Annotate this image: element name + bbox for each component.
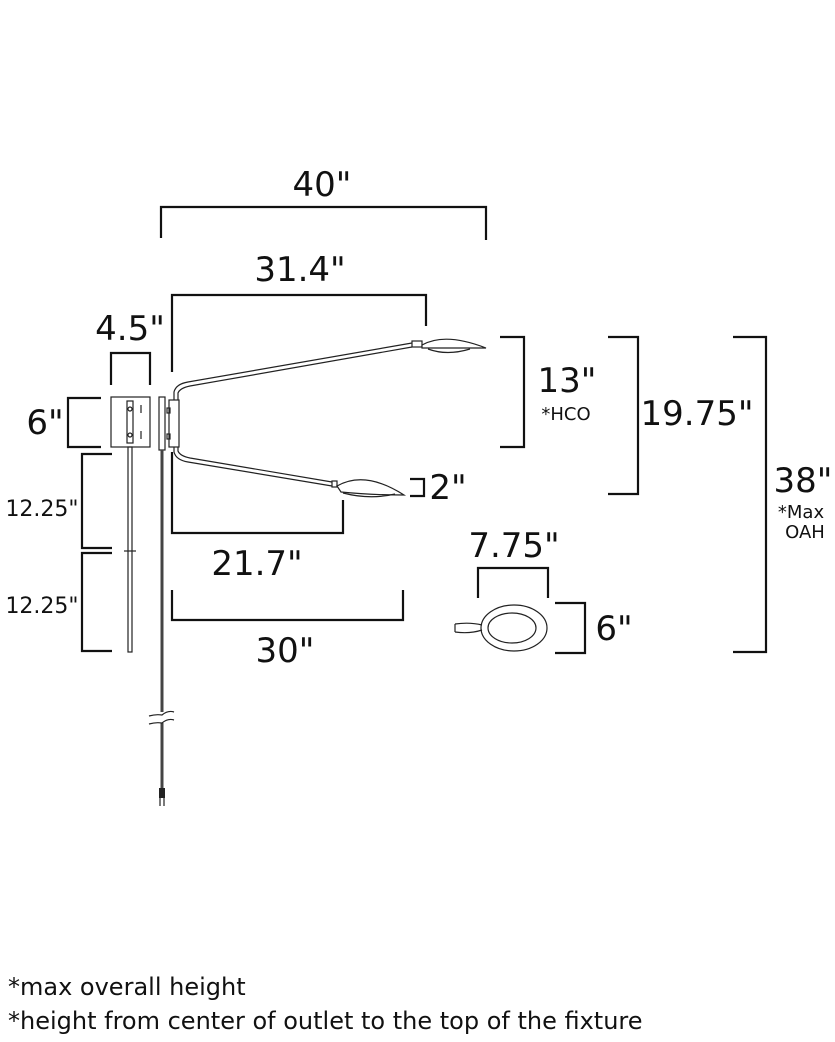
label-lower-reach: 21.7" — [211, 544, 302, 584]
bracket-rod-lower — [80, 551, 112, 653]
label-upper-reach: 31.4" — [254, 250, 345, 290]
bracket-head-height — [410, 477, 426, 498]
bracket-upper-reach — [170, 293, 428, 372]
label-head-width: 6" — [595, 609, 632, 649]
footnote-max-height: *max overall height — [8, 973, 246, 1001]
label-plate-height: 6" — [26, 403, 63, 443]
power-cord — [148, 450, 175, 806]
label-head-length: 7.75" — [468, 526, 559, 566]
label-max-oah: 38" — [774, 461, 833, 501]
bracket-head-length — [476, 566, 550, 598]
label-mid-height: 19.75" — [641, 394, 754, 434]
bracket-hco — [500, 335, 526, 449]
bracket-head-width — [555, 601, 587, 655]
label-hco: 13" — [538, 361, 597, 401]
bracket-lower-extension — [170, 590, 405, 622]
footnote-hco: *height from center of outlet to the top… — [8, 1007, 643, 1035]
label-hco-note: *HCO — [541, 404, 590, 425]
label-lower-extension: 30" — [256, 631, 315, 671]
bracket-rod-upper — [80, 452, 112, 550]
lower-arm — [173, 447, 407, 498]
side-mount — [158, 396, 180, 451]
bracket-overall-width — [159, 205, 488, 240]
bracket-max-oah — [733, 335, 768, 654]
upper-arm — [173, 338, 487, 400]
label-overall-width: 40" — [293, 165, 352, 205]
label-head-height: 2" — [429, 468, 466, 508]
label-rod-lower: 12.25" — [5, 594, 78, 619]
label-max-note-1: *Max — [778, 502, 825, 523]
bracket-lower-reach — [170, 452, 345, 535]
bracket-plate-width — [109, 351, 152, 385]
label-rod-upper: 12.25" — [5, 497, 78, 522]
bracket-mid-height — [608, 335, 640, 496]
label-plate-width: 4.5" — [95, 309, 165, 349]
head-top-view — [454, 604, 548, 652]
label-max-note-2: OAH — [785, 522, 825, 543]
wall-plate — [110, 396, 151, 653]
bracket-plate-height — [66, 396, 101, 449]
